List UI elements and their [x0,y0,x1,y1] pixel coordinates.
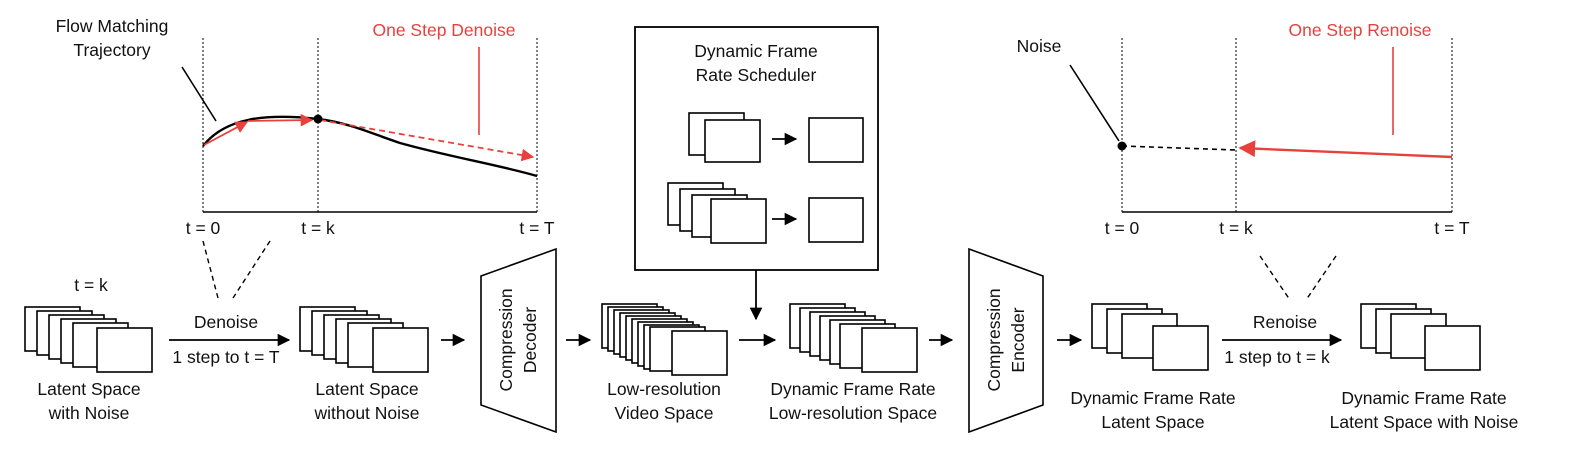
renoise-step-label: 1 step to t = k [1224,347,1330,367]
scheduler-title-line1: Dynamic Frame [694,41,818,61]
dfr-latent-label-line2: Latent Space [1101,412,1204,432]
tick-label-tk: t = k [301,218,335,238]
video-space-label-line2: Video Space [615,403,714,423]
scheduler-output-frame-1 [808,117,864,163]
dfr-lowres-stack [789,303,918,373]
noisy-latent-timestep: t = k [74,275,108,295]
one-step-renoise-label: One Step Renoise [1288,20,1431,40]
denoise-label: Denoise [194,312,258,332]
clean-latent-label-line2: without Noise [313,403,419,423]
clean-latent-stack [299,306,429,373]
noise-pointer [1069,64,1120,142]
decoder-label-line1: Compression [496,288,516,391]
euler-step-arrow-2 [247,113,314,127]
scheduler-title-line2: Rate Scheduler [696,65,817,85]
tick-label-t0: t = 0 [1105,218,1140,238]
scheduler-input-frames-small [688,112,761,163]
denoise-plot: t = 0 t = k t = T Flow Matching Trajecto… [56,16,555,299]
clean-latent-label-line1: Latent Space [315,379,418,399]
renoise-label: Renoise [1253,312,1317,332]
one-step-renoise-arrow [1238,140,1453,159]
dfr-latent-stack [1091,303,1209,371]
dynamic-frame-rate-scheduler: Dynamic Frame Rate Scheduler [634,26,879,271]
compression-decoder [480,247,557,434]
zoom-guide-left [1259,255,1291,301]
dfr-noisy-latent-label-line2: Latent Space with Noise [1330,412,1519,432]
dfr-noisy-latent-label-line1: Dynamic Frame Rate [1341,388,1506,408]
tick-label-tT: t = T [519,218,554,238]
tick-label-tT: t = T [1434,218,1469,238]
dfr-noisy-latent-stack [1360,303,1481,371]
noisy-latent-label-line1: Latent Space [37,379,140,399]
encoder-label-line1: Compression [984,288,1004,391]
encoder-label-line2: Encoder [1008,307,1028,372]
scheduler-input-frames-large [667,182,767,244]
noise-point [1117,141,1127,151]
dfr-lowres-label-line2: Low-resolution Space [769,403,937,423]
dfr-latent-label-line1: Dynamic Frame Rate [1070,388,1235,408]
tick-label-tk: t = k [1219,218,1253,238]
noise-path [1121,145,1237,151]
trajectory-pointer [181,66,217,122]
euler-step-arrow-1 [203,121,249,146]
denoise-step-label: 1 step to t = T [172,347,279,367]
noise-label: Noise [1017,36,1062,56]
zoom-guide-left [202,240,219,299]
zoom-guide-right [1305,255,1337,301]
tick-label-t0: t = 0 [186,218,221,238]
trajectory-label-line1: Flow Matching [56,16,169,36]
renoise-plot: t = 0 t = k t = T Noise One Step Renoise [1017,20,1470,301]
decoder-label-line2: Decoder [520,307,540,373]
one-step-denoise-label: One Step Denoise [372,20,515,40]
trajectory-label-line2: Trajectory [73,40,150,60]
trajectory-point-tk [313,114,323,124]
scheduler-output-frame-2 [808,197,864,243]
flow-matching-trajectory [202,115,538,178]
noisy-latent-label-line2: with Noise [48,403,130,423]
dfr-lowres-label-line1: Dynamic Frame Rate [770,379,935,399]
low-resolution-video-stack [601,303,728,376]
compression-encoder [968,247,1044,434]
noisy-latent-stack [24,306,153,373]
video-space-label-line1: Low-resolution [607,379,721,399]
one-step-denoise-arrow [319,119,535,162]
zoom-guide-right [232,240,271,299]
